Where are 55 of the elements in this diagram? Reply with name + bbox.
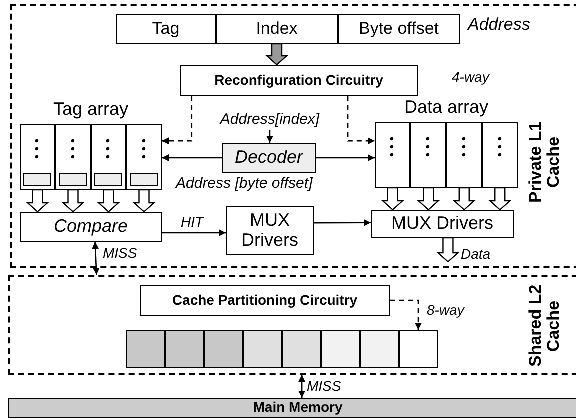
memory-bar: Main Memory (8, 398, 576, 418)
arrow (162, 229, 226, 236)
edge-label: MISS (306, 378, 342, 394)
block-arrow (265, 43, 289, 66)
address-field: Byte offset (338, 14, 460, 44)
signal-text: Address[index] (205, 110, 335, 130)
cache-way (204, 330, 243, 368)
way-column (90, 124, 126, 190)
arrow (266, 130, 274, 143)
block-arrow (97, 189, 120, 213)
block-arrow (436, 237, 460, 263)
block-arrow (26, 189, 50, 213)
cache-way (282, 330, 321, 368)
address-field: Index (216, 14, 338, 44)
way-column (446, 122, 482, 188)
cache-way (243, 330, 282, 368)
block-arrow (488, 187, 512, 211)
mux-box: MUX Drivers (371, 210, 514, 238)
double-arrow (92, 242, 100, 276)
circuit-box: Cache Partitioning Circuitry (140, 285, 390, 316)
mux-box: MUX Drivers (226, 206, 314, 255)
signal-label: Address [byte offset] (176, 176, 313, 192)
comparator-box: Compare (20, 212, 162, 242)
block-arrow (381, 187, 404, 211)
arrow (314, 219, 371, 226)
cache-way (321, 330, 360, 368)
array-heading: Tag array (52, 98, 130, 120)
block-arrow (417, 187, 440, 211)
double-arrow (298, 375, 306, 398)
way-column (55, 124, 90, 190)
arrow (162, 154, 222, 162)
region-title: Shared L2 Cache (527, 284, 563, 369)
block-arrow (62, 189, 85, 213)
associativity-label: 4-way (452, 70, 490, 86)
address-field: Tag (116, 14, 216, 44)
arrow (316, 154, 375, 162)
dashed-arrow (390, 300, 422, 330)
edge-label: Data (460, 246, 492, 262)
decoder-box: Decoder (222, 143, 316, 173)
cache-way (165, 330, 204, 368)
dashed-region (8, 275, 576, 375)
block-arrow (452, 187, 476, 211)
region-title: Private L1 Cache (527, 120, 563, 205)
block-arrow (132, 189, 156, 213)
edge-label: HIT (180, 214, 205, 230)
array-heading: Data array (403, 96, 490, 118)
circuit-box: Reconfiguration Circuitry (180, 65, 418, 96)
edge-label: MISS (102, 245, 138, 261)
edge-label: 8-way (426, 302, 466, 318)
cache-way (399, 330, 438, 368)
dashed-arrow (162, 96, 193, 145)
way-column (410, 122, 446, 188)
dashed-arrow (347, 96, 375, 145)
cache-way (126, 330, 165, 368)
cache-way (360, 330, 399, 368)
